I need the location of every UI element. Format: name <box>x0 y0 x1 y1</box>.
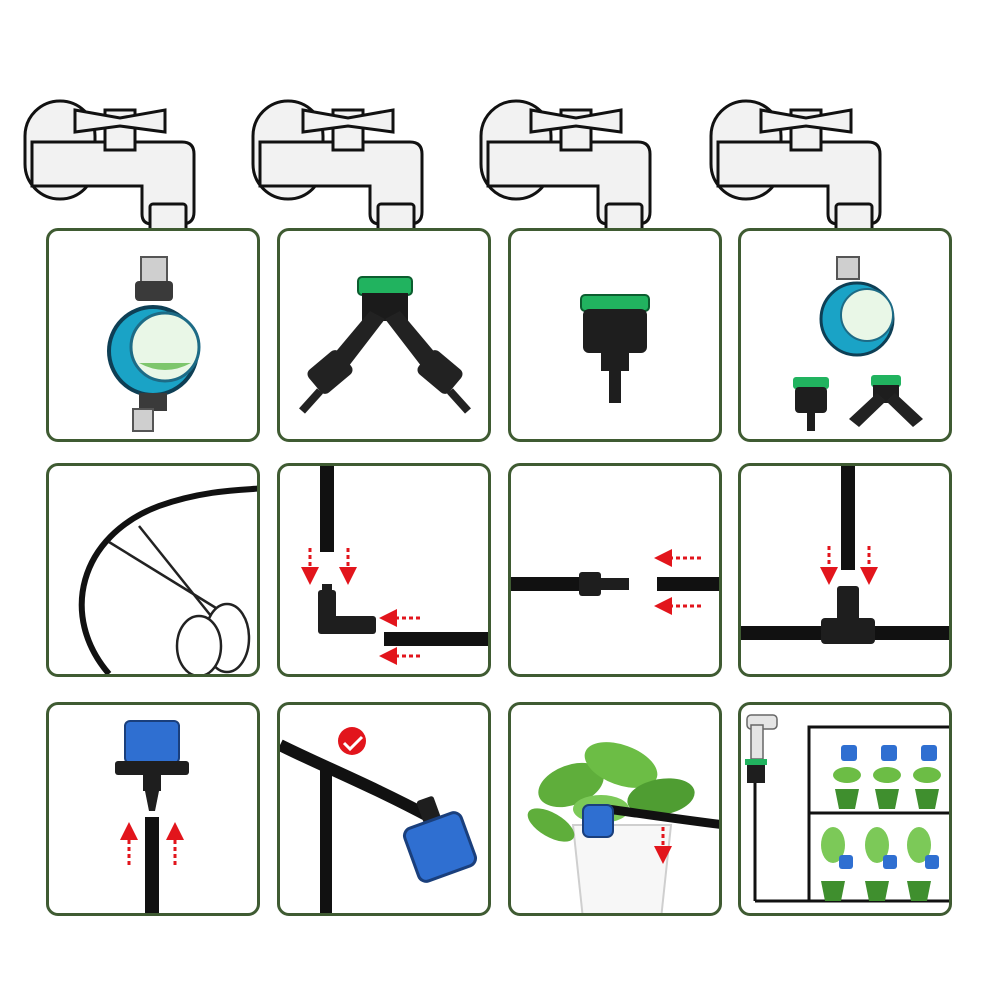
branch-tube <box>320 767 332 913</box>
left-tube <box>511 577 581 591</box>
tee-connector-icon <box>821 586 875 644</box>
vertical-tube <box>841 466 855 570</box>
prohibited-icon <box>338 727 366 755</box>
water-timer-icon <box>107 256 201 432</box>
dripper-icon <box>115 720 189 811</box>
straight-connector-icon <box>579 572 629 596</box>
tube-loop <box>78 485 257 674</box>
timer-combo-icon <box>793 256 923 431</box>
step-faucet-adapter <box>508 228 722 442</box>
faucet-icon <box>476 96 656 246</box>
step-dripper-at-plant <box>508 702 722 916</box>
vertical-tube <box>320 466 334 552</box>
step-tee-connector <box>738 463 952 677</box>
y-splitter-icon <box>299 276 471 414</box>
scissors-icon <box>108 525 251 674</box>
step-insert-dripper <box>46 702 260 916</box>
vertical-tube <box>145 817 159 913</box>
dripper-icon <box>841 745 937 761</box>
step-cut-tubing <box>46 463 260 677</box>
dripper-icon <box>839 855 939 869</box>
step-elbow-connector <box>277 463 491 677</box>
step-water-timer <box>46 228 260 442</box>
dripper-icon <box>402 796 478 883</box>
plant-icon <box>821 767 941 901</box>
elbow-connector-icon <box>318 584 376 634</box>
faucet-icon <box>746 714 778 760</box>
step-straight-connector <box>508 463 722 677</box>
step-dripper-on-line <box>277 702 491 916</box>
faucet-icon <box>706 96 886 246</box>
faucet-icon <box>20 96 200 246</box>
step-timer-splitter-combo <box>738 228 952 442</box>
dripper-icon <box>582 804 614 838</box>
horizontal-tube <box>384 632 488 646</box>
mini-adapter <box>747 761 765 783</box>
plant-icon <box>527 742 695 913</box>
main-tube <box>606 804 719 829</box>
right-tube <box>657 577 719 591</box>
main-tube <box>280 739 433 823</box>
faucet-icon <box>248 96 428 246</box>
step-system-overview <box>738 702 952 916</box>
step-y-splitter <box>277 228 491 442</box>
faucet-adapter-icon <box>580 294 650 403</box>
